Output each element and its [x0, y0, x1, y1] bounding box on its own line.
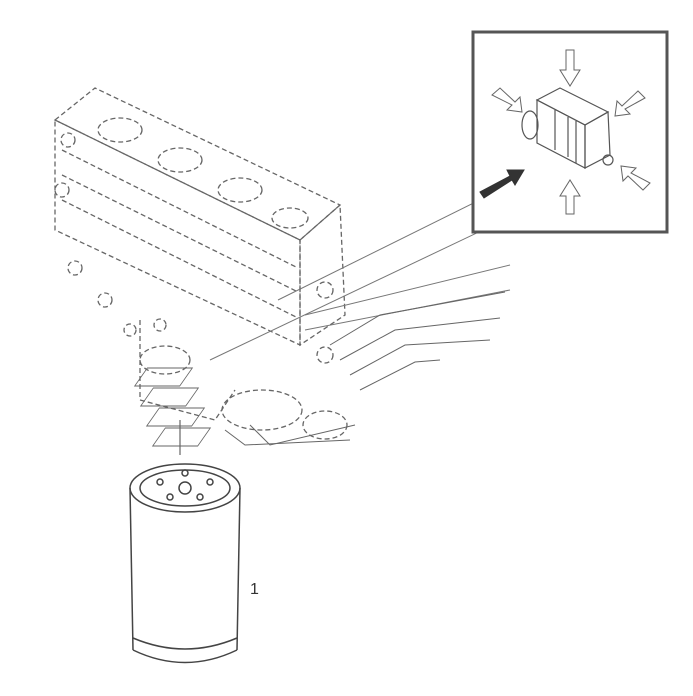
direction-arrow-icon: [479, 169, 525, 199]
part-number-label: 1: [250, 581, 259, 598]
inset-detail-icon: [471, 30, 669, 234]
stepped-strips: [133, 291, 506, 447]
engine-block-icon: [53, 87, 348, 440]
oil-filter-icon: [129, 463, 241, 664]
